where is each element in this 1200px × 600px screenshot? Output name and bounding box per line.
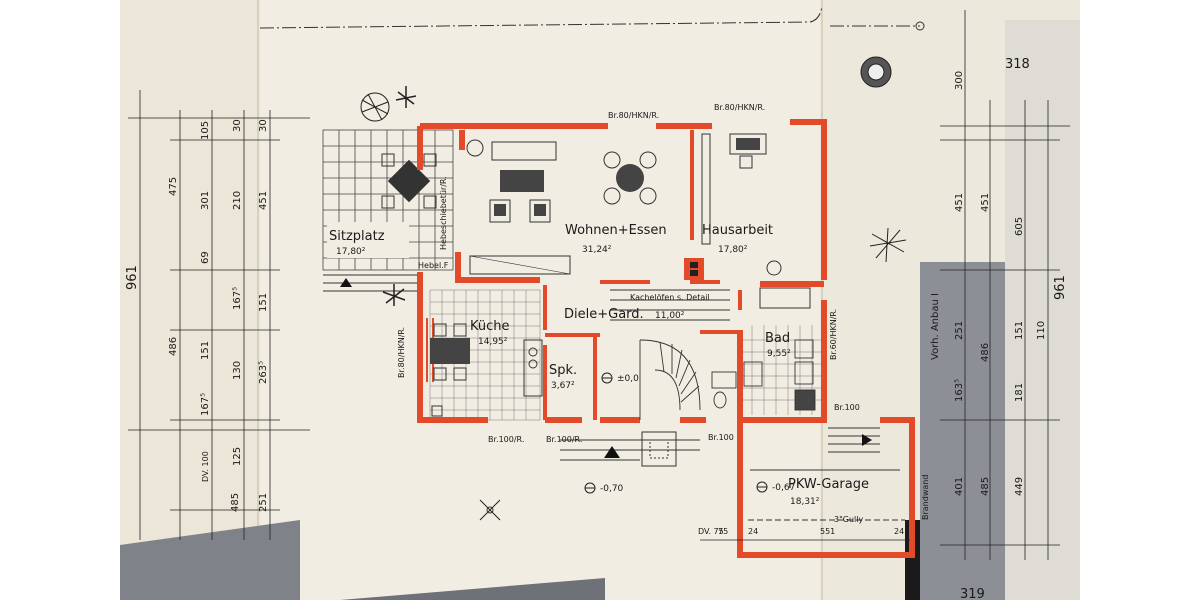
level-ground: ±0,0 <box>617 374 639 384</box>
dim-label: 251 <box>258 493 269 512</box>
window-label-wohnen: Br.80/HKN/R. <box>608 111 659 120</box>
sill-label-c: Br.100 <box>708 433 734 442</box>
floor-plan: Sitzplatz 17,80² Wohnen+Essen 31,24² Hau… <box>120 0 1080 600</box>
sill-label-a: Br.100/R. <box>488 435 524 444</box>
dim-label: 251 <box>954 321 965 340</box>
dim-label: 485 <box>980 477 991 496</box>
dim-left-486: 486 <box>168 337 179 356</box>
living-furniture <box>466 139 657 275</box>
dim-label: 110 <box>1036 321 1047 340</box>
room-name-garage: PKW-Garage <box>788 477 869 492</box>
dim-label: 451 <box>954 193 965 212</box>
room-name-kueche: Küche <box>470 319 510 334</box>
room-area-garage: 18,31² <box>790 497 820 507</box>
dim-label: 167⁵ <box>232 287 243 310</box>
window-label-hausarbeit: Br.80/HKN/R. <box>714 103 765 112</box>
dim-label: 105 <box>200 121 211 140</box>
dv-garage-label: DV. 75 <box>698 527 724 536</box>
workroom-furniture <box>701 133 811 309</box>
dim-label: 451 <box>980 193 991 212</box>
bath-fixtures <box>711 339 816 411</box>
dim-label: 69 <box>200 251 211 264</box>
sheet-number-bottom: 319 <box>960 587 985 600</box>
room-name-wohnen: Wohnen+Essen <box>565 223 667 238</box>
dim-label: 263⁵ <box>258 361 269 384</box>
neighbor-area-left <box>120 520 300 600</box>
sill-label-garage: Br.100 <box>834 403 860 412</box>
terrace-steps <box>323 274 420 292</box>
dim-label: 24 <box>894 527 904 536</box>
dimension-lines-left <box>128 90 310 540</box>
garage-stairs <box>748 427 905 521</box>
dv-left-label: DV. 100 <box>201 451 210 482</box>
dim-label: 181 <box>1014 383 1025 402</box>
terrace-table <box>381 153 437 209</box>
dim-label: 551 <box>820 527 835 536</box>
dim-label: 449 <box>1014 477 1025 496</box>
dim-label: 130 <box>232 361 243 380</box>
room-name-hausarbeit: Hausarbeit <box>702 223 773 238</box>
room-area-diele: 11,00² <box>655 311 685 321</box>
annex-hatched-area <box>920 262 1005 600</box>
dim-label: 24 <box>748 527 758 536</box>
room-area-wohnen: 31,24² <box>582 245 612 255</box>
dimension-lines-right <box>700 10 1070 560</box>
dim-label: 151 <box>258 293 269 312</box>
dim-label: 75 <box>718 527 728 536</box>
neighbor-area-bottom <box>340 578 605 600</box>
dim-label: 151 <box>1014 321 1025 340</box>
dim-label: 163⁵ <box>954 379 965 402</box>
sliding-door-label: Hebeschiebetür/R. <box>439 176 448 250</box>
dim-label: 30 <box>232 119 243 132</box>
room-name-bad: Bad <box>765 331 790 346</box>
sill-label-b: Br.100/R. <box>546 435 582 444</box>
dim-label: 485 <box>230 493 241 512</box>
room-area-hausarbeit: 17,80² <box>718 245 748 255</box>
window-label-kueche: Br.80/HKN/R. <box>397 327 406 378</box>
room-name-spk: Spk. <box>549 363 577 378</box>
room-area-kueche: 14,95² <box>478 337 508 347</box>
dim-label: 167⁵ <box>200 393 211 416</box>
kitchen-furniture <box>430 323 543 417</box>
stove-note: Kachelöfen s. Detail <box>630 293 710 302</box>
entry-arrow-terrace <box>340 278 352 287</box>
level-markers <box>584 372 768 494</box>
property-line <box>259 5 823 29</box>
room-name-diele: Diele+Gard. <box>564 307 644 322</box>
dim-left-961: 961 <box>125 265 140 290</box>
entrance <box>560 431 700 467</box>
paper-fold-left <box>120 0 260 600</box>
staircase <box>610 289 730 420</box>
dim-label: 125 <box>232 447 243 466</box>
room-area-spk: 3,67² <box>551 381 575 391</box>
stove-chimney <box>684 258 704 280</box>
dim-label: 486 <box>980 343 991 362</box>
dim-right-300: 300 <box>954 71 965 90</box>
dim-label: 151 <box>200 341 211 360</box>
dim-label: 301 <box>200 191 211 210</box>
dim-label: 401 <box>954 477 965 496</box>
dim-left-475: 475 <box>168 177 179 196</box>
level-garage: -0,67 <box>772 483 795 493</box>
firewall-label: Brandwand <box>921 475 930 520</box>
exterior-walls <box>417 119 915 558</box>
room-name-sitzplatz: Sitzplatz <box>329 229 385 244</box>
blueprint-sheet: Sitzplatz 17,80² Wohnen+Essen 31,24² Hau… <box>120 0 1080 600</box>
dim-label: 451 <box>258 191 269 210</box>
gully-label: 3"Gully <box>834 515 863 524</box>
dim-right-961: 961 <box>1053 275 1068 300</box>
annex-label: Vorh. Anbau I <box>930 293 941 360</box>
dim-label: 605 <box>1014 217 1025 236</box>
tree-symbols <box>360 56 907 521</box>
room-area-sitzplatz: 17,80² <box>336 247 366 257</box>
room-area-bad: 9,55² <box>767 349 791 359</box>
dim-label: 210 <box>232 191 243 210</box>
dim-label: 30 <box>258 119 269 132</box>
lift-window-label: Hebel.F <box>418 261 449 270</box>
window-label-bad: Br.60/HKN/R. <box>829 309 838 360</box>
sheet-number-top: 318 <box>1005 57 1030 72</box>
level-entry: -0,70 <box>600 484 624 494</box>
